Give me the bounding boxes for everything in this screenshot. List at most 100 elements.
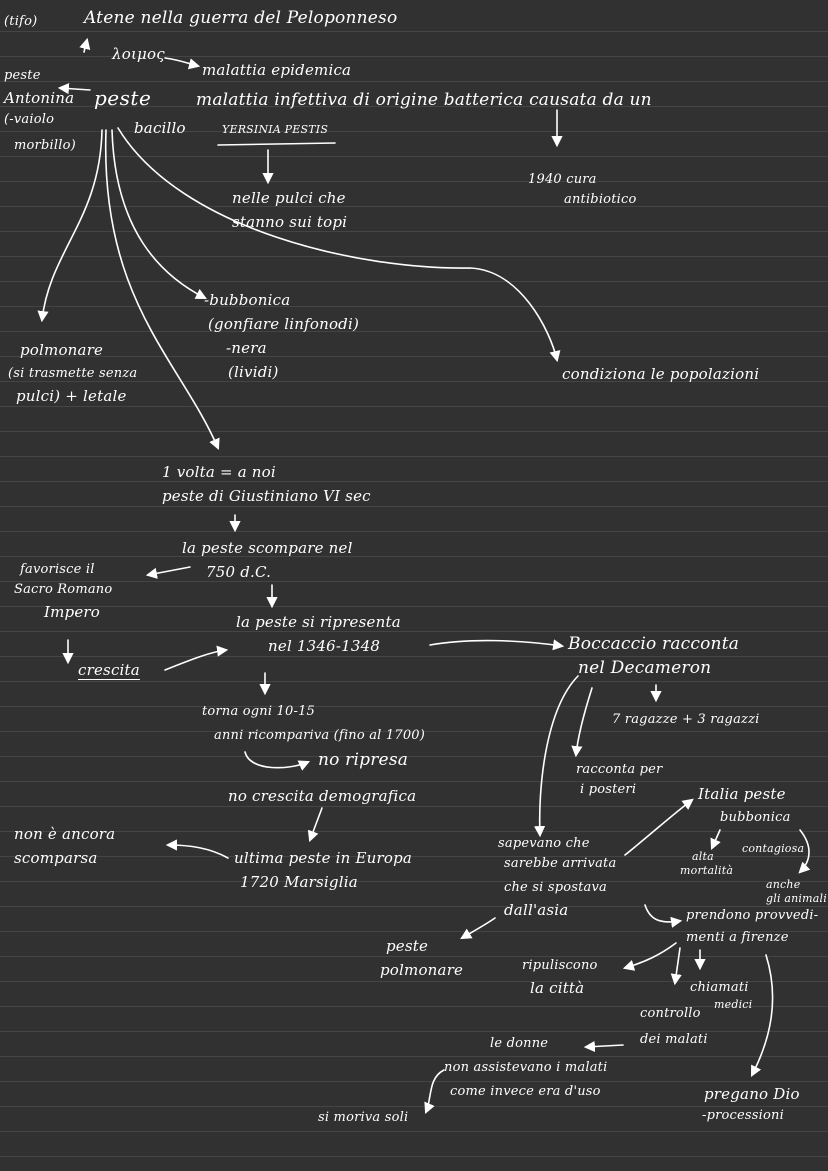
note-line: chiamati <box>690 980 749 995</box>
note-line: dei malati <box>640 1032 708 1047</box>
atene-label: Atene nella guerra del Peloponneso <box>84 8 398 28</box>
note-line: 1 volta = a noi <box>162 463 276 481</box>
note-line: 750 d.C. <box>206 563 272 581</box>
arrow-sapevano-to-italia <box>624 798 694 856</box>
no-crescita-label: no crescita demografica <box>228 787 417 805</box>
sapevano-note: sapevano che sarebbe arrivata che si spo… <box>498 834 616 919</box>
note-line: Sacro Romano <box>14 582 113 597</box>
note-line: pregano Dio <box>704 1085 800 1103</box>
arrow-nocrescita-to-ultima <box>307 807 323 843</box>
arrow-loimos-to-malattia <box>164 57 201 70</box>
note-line: (gonfiare linfonodi) <box>208 315 360 333</box>
note-line: non è ancora <box>14 825 116 843</box>
arrow-peste-to-polmonare <box>37 129 103 323</box>
arrow-malati-to-donne <box>583 1040 624 1053</box>
note-line: 1720 Marsiglia <box>240 873 358 891</box>
underline-definizione <box>217 142 336 146</box>
controllo-note: controllo dei malati <box>640 1004 708 1047</box>
torna-note: torna ogni 10-15 anni ricompariva (fino … <box>202 702 425 743</box>
note-line: come invece era d'uso <box>450 1084 601 1099</box>
note-line: torna ogni 10-15 <box>202 704 316 719</box>
note-line: pulci) + letale <box>16 387 127 405</box>
bacillo-label: bacillo <box>134 119 186 137</box>
arrow-torna-to-noripresa <box>244 751 311 771</box>
arrow-provv-to-ripuliscono <box>622 942 677 971</box>
peste-title: peste <box>94 86 152 110</box>
note-line: -processioni <box>702 1108 784 1123</box>
note-line: nel Decameron <box>578 658 712 678</box>
yersinia-label: YERSINIA PESTIS <box>222 123 329 136</box>
pregano-note: pregano Dio -processioni <box>702 1082 800 1126</box>
note-line: -bubbonica <box>204 291 291 309</box>
note-line: anni ricompariva (fino al 1700) <box>214 728 426 743</box>
prima-volta-note: 1 volta = a noi peste di Giustiniano VI … <box>162 460 371 508</box>
arrow-peste-to-condiziona <box>117 127 561 363</box>
arrow-bubbonica-to-anche <box>798 829 811 874</box>
polmonare-note: polmonare (si trasmette senza pulci) + l… <box>8 338 137 406</box>
note-line: gli animali <box>766 892 827 905</box>
note-line: (si trasmette senza <box>8 366 138 381</box>
chiamati-note: chiamati medici <box>690 978 752 1012</box>
note-line: prendono provvedi- <box>686 908 819 923</box>
note-line: Antonina <box>4 89 75 107</box>
note-line: polmonare <box>20 341 104 359</box>
pulci-note: nelle pulci che stanno sui topi <box>232 186 347 234</box>
contagiosa-label: contagiosa <box>742 842 805 855</box>
note-line: polmonare <box>380 961 464 979</box>
alta-note: alta mortalità <box>680 850 733 878</box>
note-line: (-vaiolo <box>4 112 55 127</box>
favorisce-note: favorisce il Sacro Romano Impero <box>14 560 112 624</box>
tifo-label: (tifo) <box>4 14 38 29</box>
note-line: ultima peste in Europa <box>234 849 413 867</box>
loimos-label: λοιμος <box>112 45 165 63</box>
note-line: nelle pulci che <box>232 189 346 207</box>
arrow-provv-to-controllo <box>670 947 682 986</box>
note-line: i posteri <box>580 782 637 797</box>
arrow-provv-to-pregano <box>750 954 774 1077</box>
note-line: peste <box>386 937 429 955</box>
ripuliscono-note: ripuliscono la città <box>522 956 598 1000</box>
arrow-peste-to-volta <box>104 129 220 451</box>
arrow-crescita-to-ripresenta <box>164 645 229 671</box>
note-line: anche <box>766 878 801 891</box>
ultima-note: ultima peste in Europa 1720 Marsiglia <box>234 846 412 894</box>
arrow-ultima-to-nonscomparsa <box>165 839 229 859</box>
peste-polmonare-note: peste polmonare <box>380 934 463 982</box>
note-line: peste di Giustiniano VI sec <box>162 487 371 505</box>
note-line: morbillo) <box>14 138 76 153</box>
ragazze-label: 7 ragazze + 3 ragazzi <box>612 712 760 727</box>
note-line: Italia peste <box>698 785 786 803</box>
note-line: mortalità <box>680 864 734 877</box>
crescita-label: crescita <box>78 661 140 679</box>
note-line: peste <box>4 68 41 83</box>
scompare-note: la peste scompare nel 750 d.C. <box>182 536 353 584</box>
note-line: controllo <box>640 1006 701 1021</box>
note-line: bubbonica <box>720 810 791 825</box>
arrow-peste-to-bubbonica <box>111 129 207 300</box>
note-line: antibiotico <box>564 192 637 207</box>
ripresenta-note: la peste si ripresenta nel 1346-1348 <box>236 610 401 658</box>
arrow-italia-to-alta <box>710 829 721 851</box>
note-line: nel 1346-1348 <box>268 637 381 655</box>
note-line: non assistevano i malati <box>444 1060 608 1075</box>
donne-label: le donne <box>490 1036 549 1051</box>
note-line: alta <box>692 850 714 863</box>
arrow-scompare-to-favorisce <box>145 566 191 579</box>
arrow-decameron-to-posteri <box>571 687 593 758</box>
arrow-assistevano-to-moriva <box>424 1069 445 1115</box>
cura-note: 1940 cura antibiotico <box>528 170 636 210</box>
no-ripresa-label: no ripresa <box>318 750 409 770</box>
note-line: medici <box>714 998 753 1011</box>
note-line: (lividi) <box>228 363 279 381</box>
assistevano-note: non assistevano i malati come invece era… <box>444 1058 608 1099</box>
condiziona-label: condiziona le popolazioni <box>562 365 760 383</box>
arrow-asia-to-polmonare <box>460 917 496 940</box>
note-line: dall'asia <box>504 901 569 919</box>
non-scomparsa-note: non è ancora scomparsa <box>14 822 115 870</box>
italia-note: Italia peste bubbonica <box>698 782 790 826</box>
posteri-note: racconta per i posteri <box>576 760 662 800</box>
note-line: racconta per <box>576 762 663 777</box>
malattia-epidemica-label: malattia epidemica <box>202 61 352 79</box>
